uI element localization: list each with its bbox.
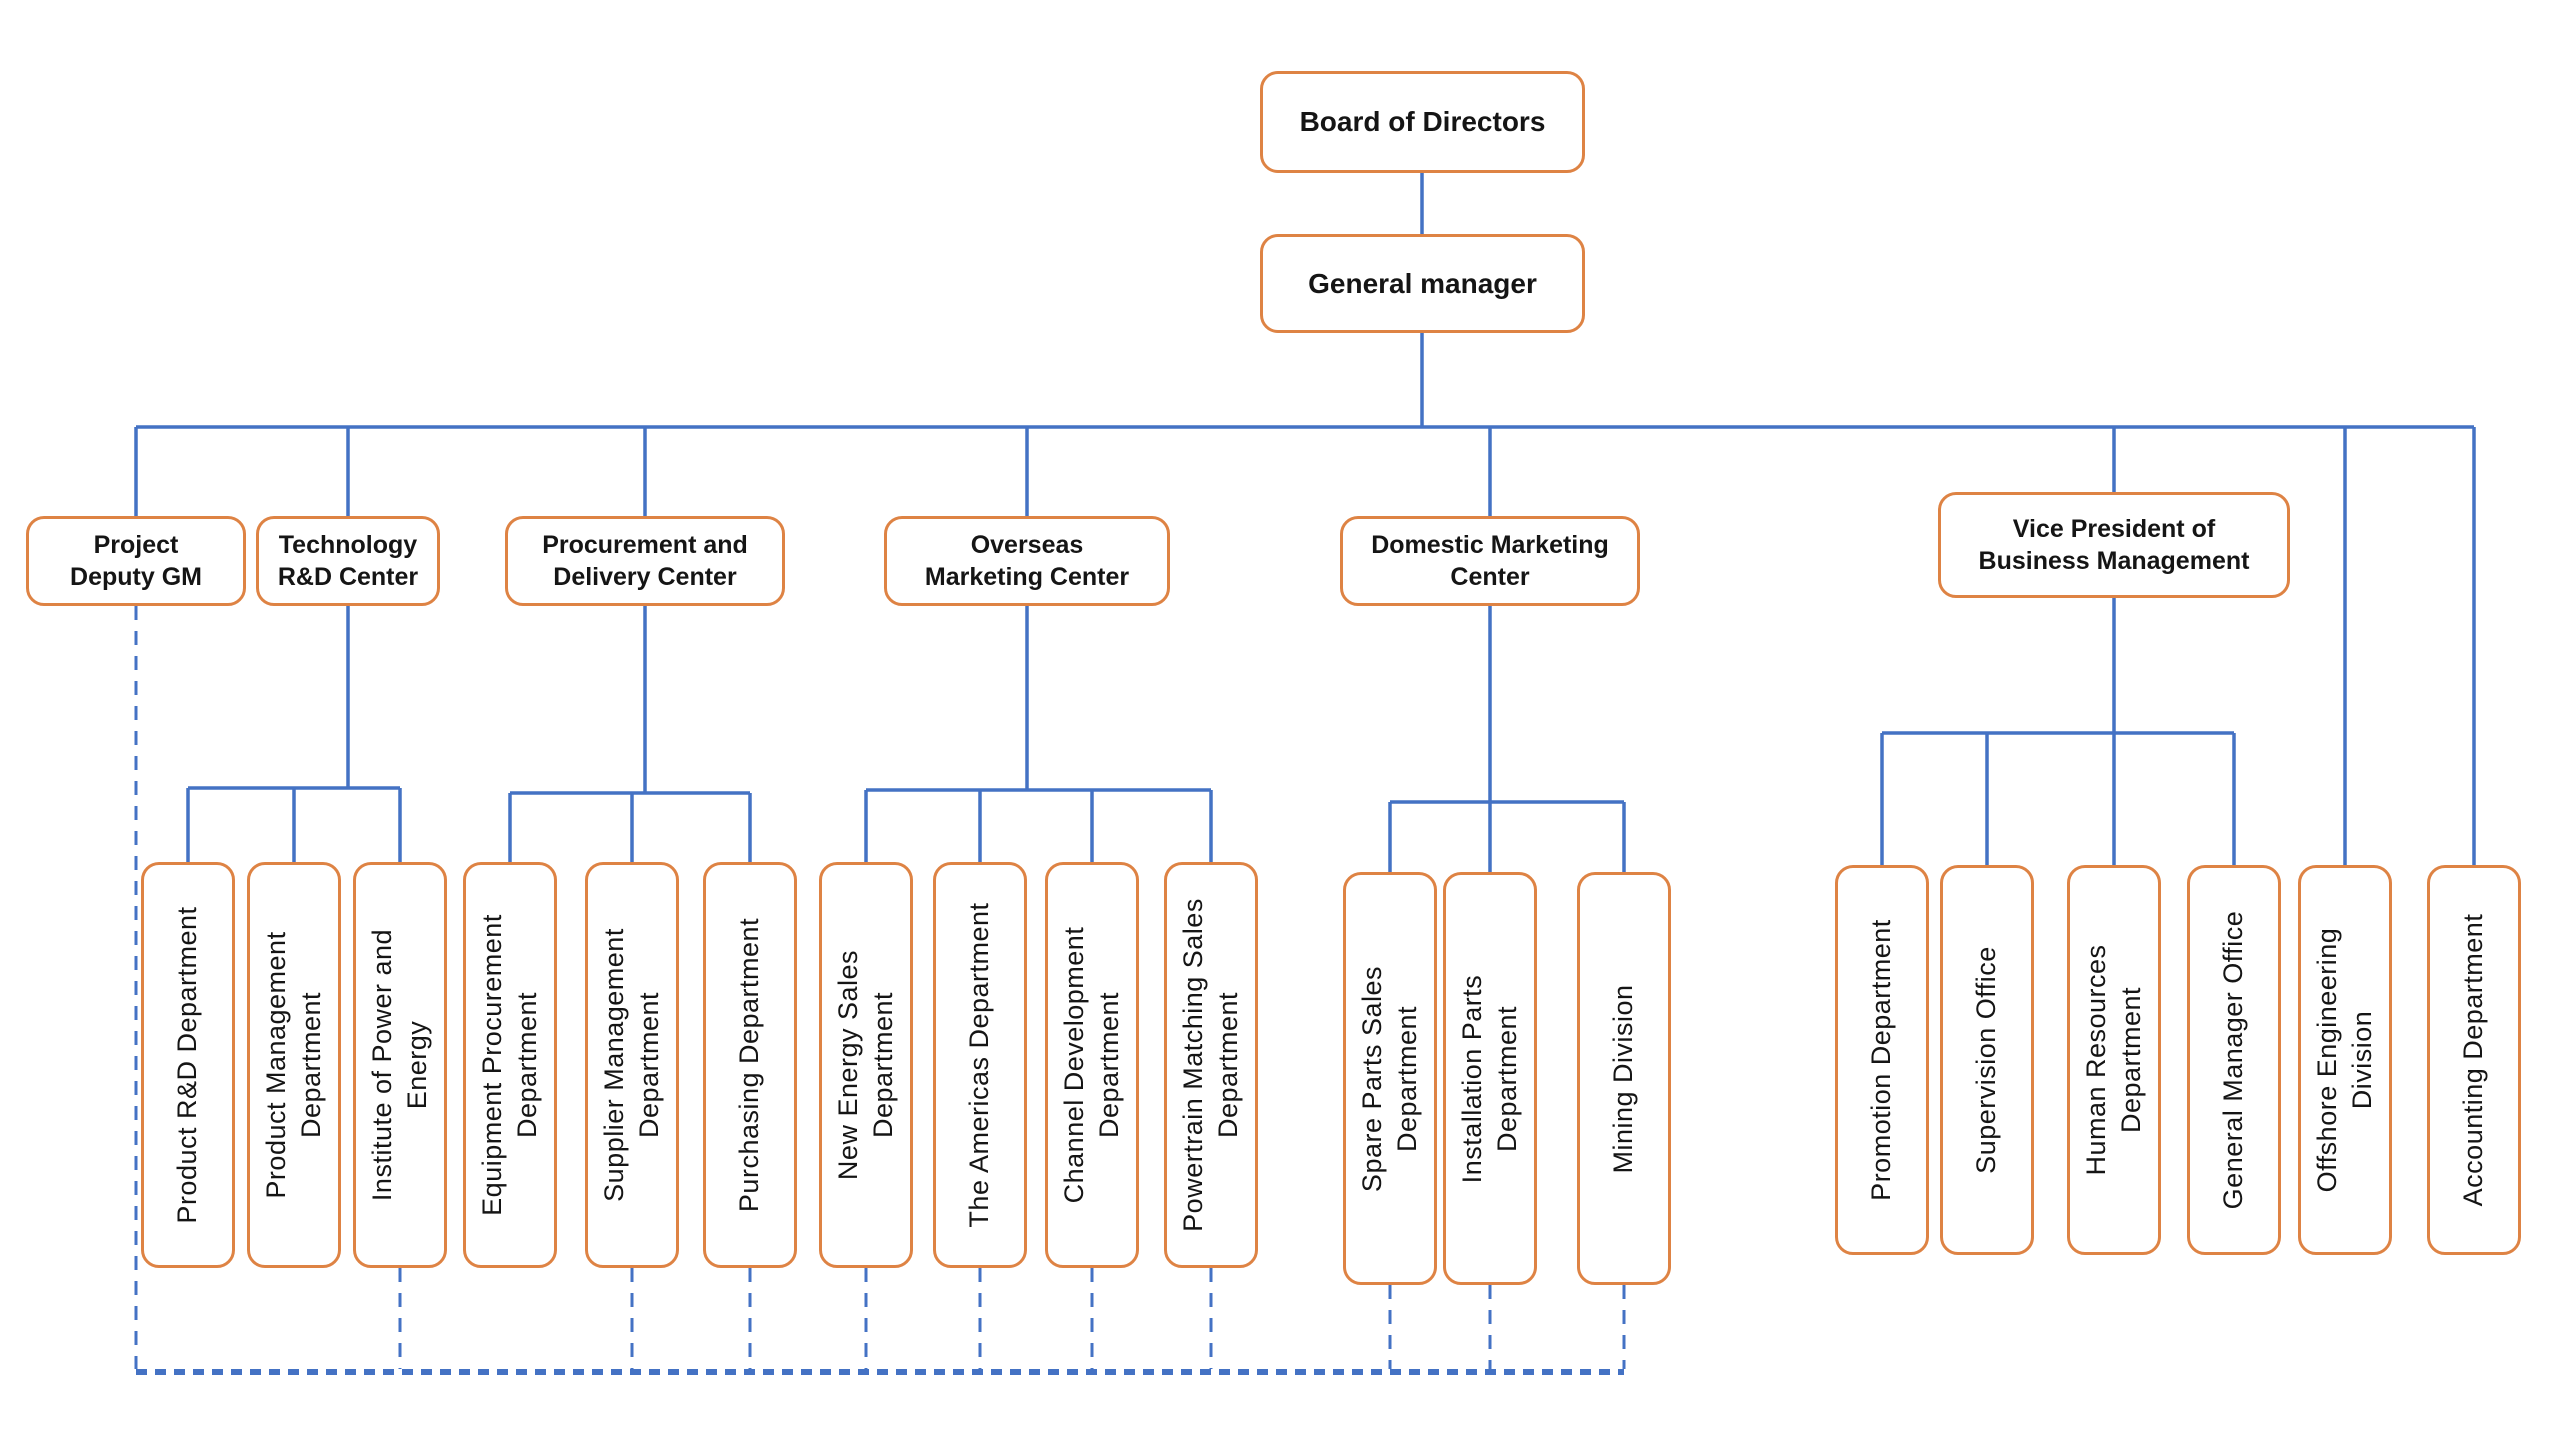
node-powertrain-matching-sales-department: Powertrain Matching Sales Department [1164,862,1258,1268]
node-label: General Manager Office [2218,910,2249,1210]
node-label: Promotion Department [1866,919,1897,1201]
node-label: Channel Development Department [1058,926,1124,1204]
node-label: Domestic Marketing Center [1371,531,1609,591]
connector-solid-edges [134,173,2476,872]
node-project-deputy-gm: Project Deputy GM [26,516,246,606]
node-equipment-procurement-department: Equipment Procurement Department [463,862,557,1268]
node-label: Vice President of Business Management [1978,515,2250,575]
node-label: General manager [1308,267,1537,299]
node-label: Product Management Department [260,931,326,1199]
node-channel-development-department: Channel Development Department [1045,862,1139,1268]
node-supplier-management-department: Supplier Management Department [585,862,679,1268]
node-label: Procurement and Delivery Center [542,531,748,591]
node-label: Spare Parts Sales Department [1356,965,1422,1192]
node-label: Board of Directors [1299,106,1546,138]
node-americas-department: The Americas Department [933,862,1027,1268]
node-accounting-department: Accounting Department [2427,865,2521,1255]
node-label: Project Deputy GM [70,531,202,591]
node-label: Purchasing Department [734,917,765,1213]
node-purchasing-department: Purchasing Department [703,862,797,1268]
node-procurement-delivery-center: Procurement and Delivery Center [505,516,785,606]
node-general-manager-office: General Manager Office [2187,865,2281,1255]
connector-dashed-edges [134,606,1626,1369]
node-human-resources-department: Human Resources Department [2067,865,2161,1255]
node-domestic-marketing-center: Domestic Marketing Center [1340,516,1640,606]
node-institute-of-power-and-energy: Institute of Power and Energy [353,862,447,1268]
node-label: Powertrain Matching Sales Department [1177,898,1243,1232]
node-board-of-directors: Board of Directors [1260,71,1585,173]
node-label: Human Resources Department [2080,944,2146,1176]
node-label: Supervision Office [1971,946,2002,1174]
node-promotion-department: Promotion Department [1835,865,1929,1255]
node-label: Overseas Marketing Center [924,531,1130,591]
node-label: The Americas Department [964,902,995,1228]
node-offshore-engineering-division: Offshore Engineering Division [2298,865,2392,1255]
node-label: Offshore Engineering Division [2311,927,2377,1193]
node-label: Installation Parts Department [1456,974,1522,1183]
node-spare-parts-sales-department: Spare Parts Sales Department [1343,872,1437,1285]
node-general-manager: General manager [1260,234,1585,333]
node-label: Mining Division [1608,983,1639,1174]
node-overseas-marketing-center: Overseas Marketing Center [884,516,1170,606]
node-mining-division: Mining Division [1577,872,1671,1285]
node-product-management-department: Product Management Department [247,862,341,1268]
node-new-energy-sales-department: New Energy Sales Department [819,862,913,1268]
node-product-rd-department: Product R&D Department [141,862,235,1268]
node-label: Institute of Power and Energy [366,928,432,1202]
node-label: New Energy Sales Department [832,949,898,1181]
node-label: Accounting Department [2458,913,2489,1207]
node-label: Technology R&D Center [277,531,419,591]
node-technology-rd-center: Technology R&D Center [256,516,440,606]
node-installation-parts-department: Installation Parts Department [1443,872,1537,1285]
node-label: Product R&D Department [172,906,203,1224]
node-label: Equipment Procurement Department [476,914,542,1216]
node-vp-business-management: Vice President of Business Management [1938,492,2290,598]
node-label: Supplier Management Department [598,928,664,1202]
node-supervision-office: Supervision Office [1940,865,2034,1255]
